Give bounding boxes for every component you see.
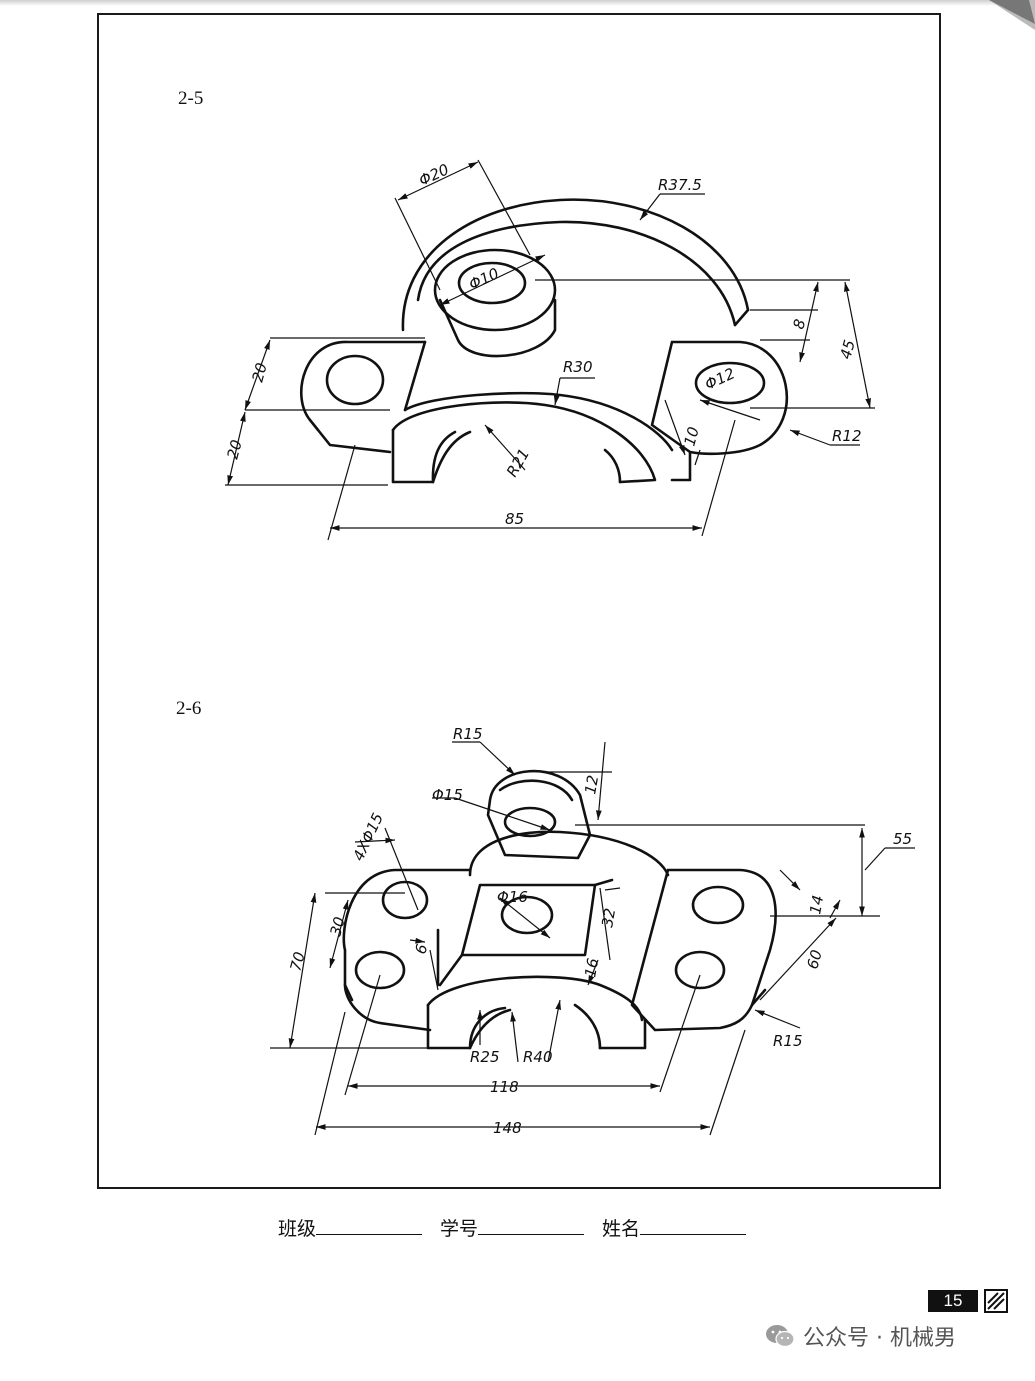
dim-148: 148	[493, 1119, 522, 1137]
problem-label-2-5: 2-5	[178, 88, 204, 109]
isometric-part-2-6	[342, 769, 777, 1050]
dim-12: 12	[581, 774, 602, 796]
isometric-part-2-5	[300, 198, 789, 484]
name-blank[interactable]	[640, 1216, 747, 1235]
dim-r12: R12	[832, 427, 862, 445]
page-curl-decoration	[989, 0, 1035, 30]
dim-r15-top: R15	[453, 725, 483, 743]
student-id-blank[interactable]	[478, 1216, 585, 1235]
dim-10: 10	[680, 425, 702, 448]
class-label: 班级	[278, 1218, 317, 1240]
watermark-text: 公众号 · 机械男	[803, 1326, 956, 1351]
dim-20-lower: 20	[223, 438, 245, 461]
name-label: 姓名	[602, 1218, 641, 1240]
dim-6: 6	[411, 942, 431, 956]
dim-118: 118	[490, 1078, 519, 1096]
dim-16: 16	[581, 957, 602, 979]
dimension-texts-2-5: Φ20 R37.5 Φ10 8 45 R30 Φ12 20 20 R21 10 …	[223, 160, 861, 528]
dimension-texts-2-6: R15 12 Φ15 55 4XΦ15 Φ16 14 30 6 32 70 60…	[286, 725, 912, 1137]
student-id-label: 学号	[440, 1218, 479, 1240]
dim-14: 14	[806, 894, 827, 916]
dim-phi20: Φ20	[416, 160, 452, 189]
dim-r15-right: R15	[773, 1032, 803, 1050]
dim-r30: R30	[563, 358, 593, 376]
dim-70: 70	[286, 950, 308, 973]
watermark: 公众号 · 机械男	[765, 1320, 956, 1352]
page-number: 15	[928, 1290, 978, 1312]
wechat-icon	[766, 1325, 795, 1348]
dim-r25: R25	[470, 1048, 500, 1066]
dim-85: 85	[505, 510, 524, 528]
dim-55: 55	[893, 830, 912, 848]
drawing-frame	[97, 13, 941, 1189]
dim-r37-5: R37.5	[658, 176, 702, 194]
dim-20-upper: 20	[248, 361, 270, 384]
class-blank[interactable]	[316, 1216, 423, 1235]
dim-32: 32	[598, 907, 619, 929]
dim-30: 30	[326, 915, 348, 938]
dim-phi15: Φ15	[432, 786, 463, 804]
dimension-lines-2-6	[270, 741, 915, 1136]
dim-r40: R40	[523, 1048, 553, 1066]
publisher-logo-icon	[984, 1289, 1008, 1313]
dim-60: 60	[803, 948, 825, 971]
page-top-shade	[0, 0, 1035, 6]
dim-45: 45	[836, 338, 858, 361]
dim-8: 8	[789, 317, 809, 331]
dim-4x-phi15: 4XΦ15	[349, 810, 387, 864]
student-info-footer: 班级 学号 姓名	[278, 1214, 764, 1241]
dim-phi16: Φ16	[497, 888, 528, 906]
dimension-lines-2-5	[225, 159, 875, 541]
problem-label-2-6: 2-6	[176, 698, 202, 719]
